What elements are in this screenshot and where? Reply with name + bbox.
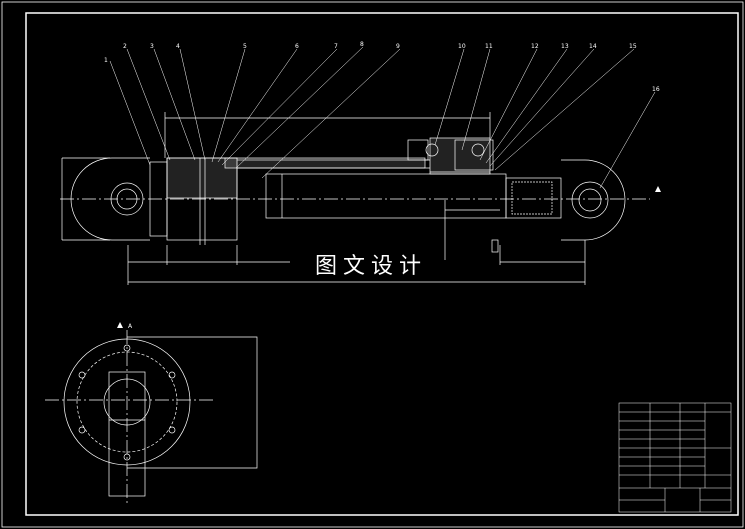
part-label-14: 14 — [589, 43, 597, 50]
part-label-8: 8 — [360, 41, 364, 48]
section-marker-top: A — [128, 323, 133, 330]
section-marker-right — [655, 186, 661, 192]
part-label-4: 4 — [176, 43, 180, 50]
part-label-7: 7 — [334, 43, 338, 50]
part-label-1: 1 — [104, 57, 108, 64]
part-label-12: 12 — [531, 43, 539, 50]
title-block — [618, 402, 732, 513]
part-label-11: 11 — [485, 43, 493, 50]
part-label-3: 3 — [150, 43, 154, 50]
section-marker-a: A — [117, 322, 133, 330]
part-label-10: 10 — [458, 43, 466, 50]
part-label-15: 15 — [629, 43, 637, 50]
part-label-5: 5 — [243, 43, 247, 50]
part-label-6: 6 — [295, 43, 299, 50]
leader-lines — [109, 46, 656, 189]
watermark-text: 图文设计 — [311, 253, 432, 281]
end-view — [45, 330, 258, 505]
part-label-16: 16 — [652, 86, 660, 93]
part-label-13: 13 — [561, 43, 569, 50]
part-label-9: 9 — [396, 43, 400, 50]
main-assembly-view — [60, 112, 650, 285]
drawing-frame — [25, 12, 739, 516]
part-label-2: 2 — [123, 43, 127, 50]
part-labels: 1 2 3 4 5 6 7 8 9 10 11 12 13 14 15 16 — [104, 41, 660, 93]
